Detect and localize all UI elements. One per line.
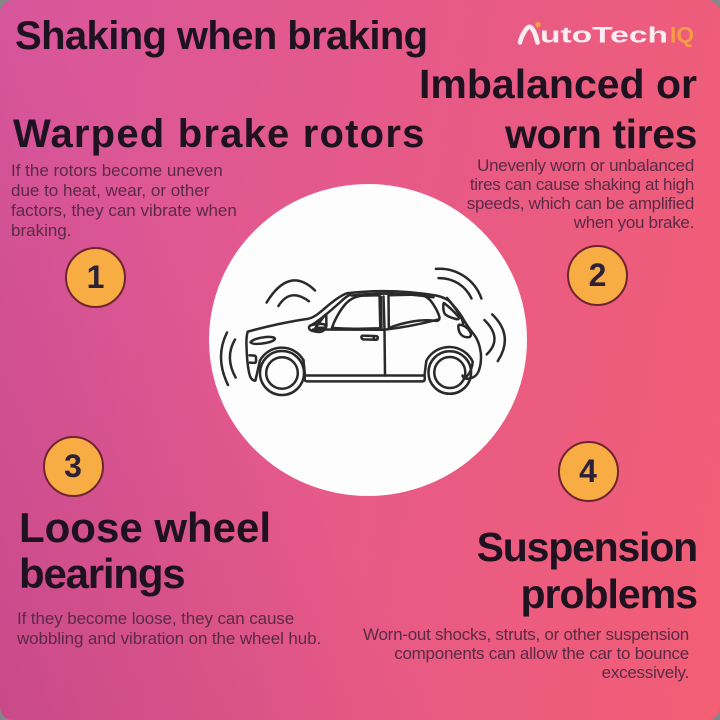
svg-text:utoTech: utoTech	[540, 22, 668, 47]
svg-text:IQ: IQ	[670, 22, 694, 47]
